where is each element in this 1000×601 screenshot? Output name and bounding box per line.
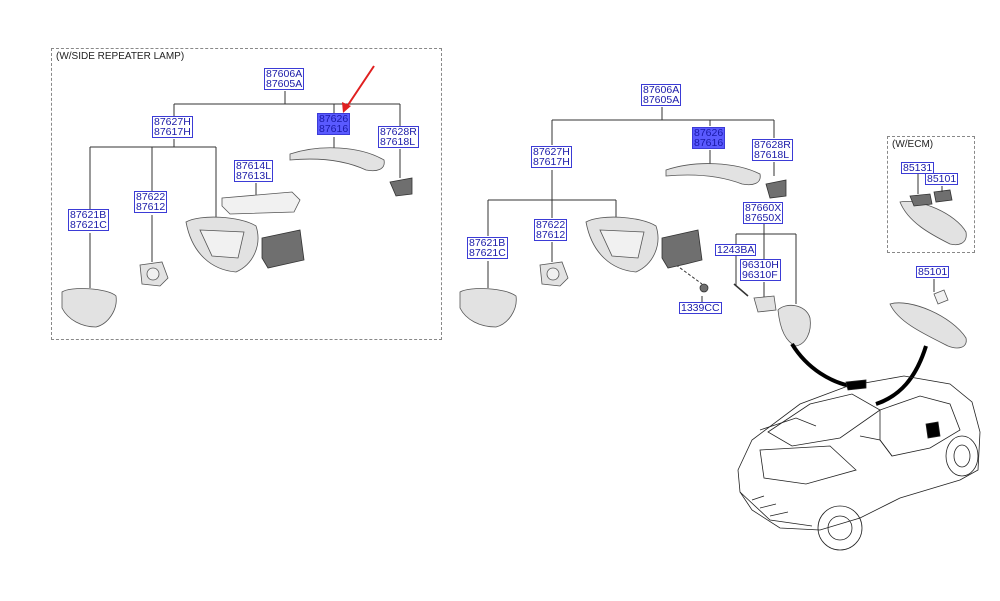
part-label-screw-a-middle[interactable]: 1243BA bbox=[715, 244, 757, 256]
part-label-mirror-assy-left[interactable]: 87606A 87605A bbox=[264, 68, 305, 90]
part-label-rearview-mirror[interactable]: 85101 bbox=[916, 266, 950, 278]
vehicle-illustration bbox=[737, 375, 981, 551]
middle-actuator-part bbox=[539, 261, 569, 287]
left-repeater-part bbox=[221, 191, 301, 215]
left-housing-part bbox=[185, 216, 305, 273]
garnish-part bbox=[777, 304, 811, 347]
part-label-cover-left[interactable]: 87628R 87618L bbox=[378, 126, 419, 148]
part-label-glass-middle[interactable]: 87621B 87621C bbox=[467, 237, 508, 259]
part-label-cover-middle[interactable]: 87628R 87618L bbox=[752, 139, 793, 161]
ecm-frame-label: (W/ECM) bbox=[892, 139, 934, 150]
left-actuator-part bbox=[139, 261, 169, 287]
part-label-actuator-middle[interactable]: 87622 87612 bbox=[534, 219, 568, 241]
screw-part bbox=[699, 283, 749, 297]
part-label-scalp-middle[interactable]: 87626 87616 bbox=[692, 127, 726, 149]
part-label-glass-left[interactable]: 87621B 87621C bbox=[68, 209, 109, 231]
left-cover-part bbox=[389, 177, 413, 197]
left-leader-lines bbox=[89, 91, 401, 288]
location-pointers bbox=[790, 342, 928, 406]
red-arrow-icon bbox=[342, 65, 375, 113]
part-label-screw-b-middle[interactable]: 1339CC bbox=[679, 302, 722, 314]
part-label-sensor-middle[interactable]: 96310H 96310F bbox=[740, 259, 781, 281]
part-label-housing-left[interactable]: 87627H 87617H bbox=[152, 116, 193, 138]
part-label-repeater-left[interactable]: 87614L 87613L bbox=[234, 160, 274, 182]
part-label-housing-middle[interactable]: 87627H 87617H bbox=[531, 146, 572, 168]
side-repeater-frame-label: (W/SIDE REPEATER LAMP) bbox=[56, 51, 185, 62]
middle-scalp-part bbox=[665, 163, 761, 186]
part-label-mirror-assy-middle[interactable]: 87606A 87605A bbox=[641, 84, 682, 106]
middle-cover-part bbox=[765, 179, 787, 199]
sensor-part bbox=[753, 295, 777, 313]
part-label-ecm-cover[interactable]: 85131 bbox=[901, 162, 935, 174]
side-repeater-frame bbox=[51, 48, 442, 340]
middle-leader-lines bbox=[487, 107, 797, 304]
middle-mirror-glass-part bbox=[459, 288, 517, 328]
part-label-scalp-left[interactable]: 87626 87616 bbox=[317, 113, 351, 135]
left-mirror-glass-part bbox=[61, 288, 117, 328]
ecm-leader-lines bbox=[917, 174, 943, 292]
rearview-mirror-part bbox=[889, 289, 967, 349]
left-scalp-part bbox=[289, 147, 385, 172]
part-label-actuator-left[interactable]: 87622 87612 bbox=[134, 191, 168, 213]
middle-housing-part bbox=[585, 216, 703, 273]
part-label-ecm-mirror[interactable]: 85101 bbox=[925, 173, 959, 185]
ecm-mirror-part bbox=[899, 189, 967, 246]
ecm-frame bbox=[887, 136, 975, 253]
part-label-garnish-middle[interactable]: 87660X 87650X bbox=[743, 202, 784, 224]
